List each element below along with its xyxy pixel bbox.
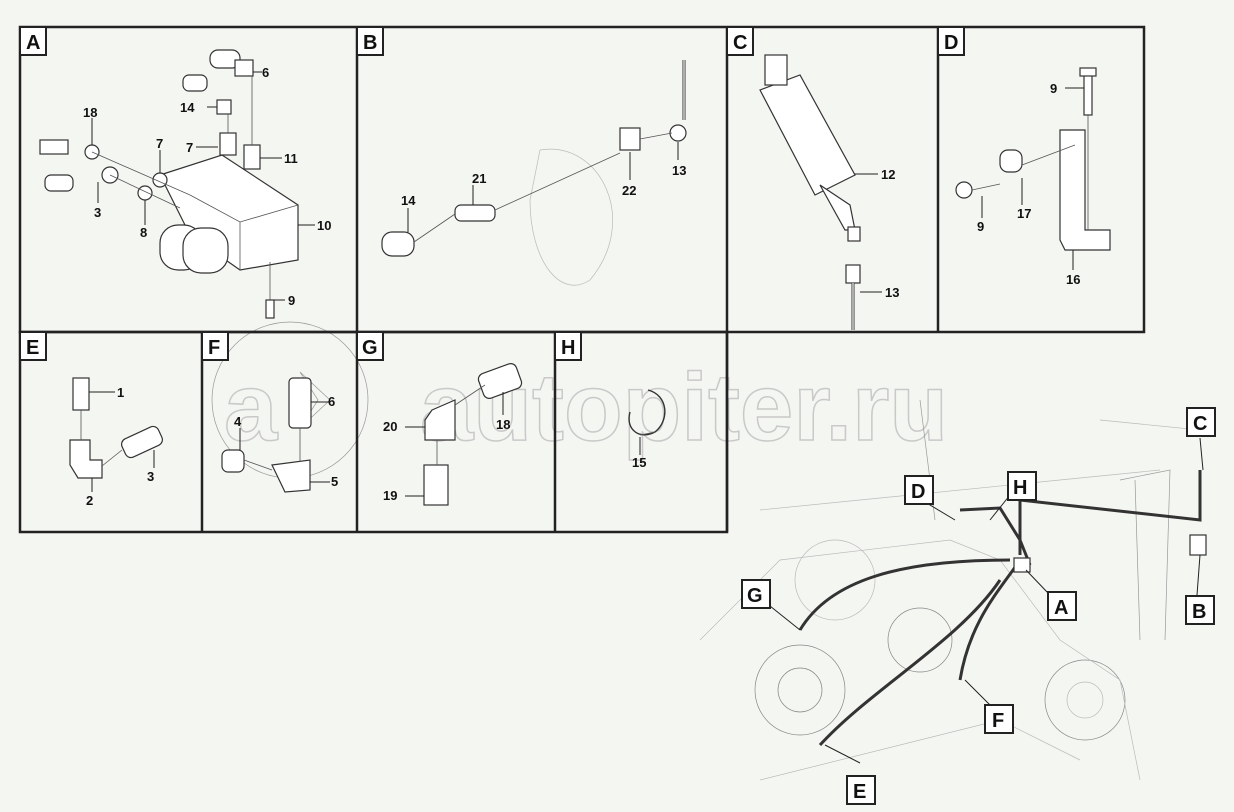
panel-g-drawing: 18 20 19: [383, 363, 523, 506]
callout-number: 14: [401, 193, 416, 208]
panel-tag-h: H: [554, 331, 582, 361]
callout-number: 8: [140, 225, 147, 240]
callout-number: 21: [472, 171, 486, 186]
callout-number: A: [26, 32, 40, 54]
callout-number: D: [944, 32, 958, 54]
overview-tag-h: H: [1007, 471, 1037, 501]
overview-tag-a: A: [1047, 591, 1077, 621]
panel-h-drawing: 15: [628, 389, 666, 470]
callout-number: 16: [1066, 272, 1080, 287]
panel-tag-c: C: [726, 26, 754, 56]
panel-tag-g: G: [356, 331, 384, 361]
callout-number: 13: [672, 163, 686, 178]
svg-text:a: a: [224, 354, 278, 461]
callout-number: 3: [147, 469, 154, 484]
callout-number: B: [363, 32, 377, 54]
overview-leaders: [769, 437, 1204, 764]
callout-number: 22: [622, 183, 636, 198]
callout-number: A: [1054, 597, 1068, 619]
callout-number: F: [992, 710, 1004, 732]
panel-a-drawing: 6 14 18 7 7 11 3 8 10 9: [39, 49, 331, 319]
callout-number: 7: [156, 136, 163, 151]
callout-number: C: [1193, 413, 1207, 435]
machine-overview: [699, 399, 1207, 781]
callout-number: F: [208, 337, 220, 359]
callout-number: 9: [288, 293, 295, 308]
callout-number: 6: [262, 65, 269, 80]
callout-number: 4: [234, 414, 242, 429]
callout-number: 15: [632, 455, 646, 470]
callout-number: 14: [180, 100, 195, 115]
panel-tag-a: A: [19, 26, 47, 56]
callout-number: C: [733, 32, 747, 54]
callout-number: 1: [117, 385, 124, 400]
panel-tag-b: B: [356, 26, 384, 56]
callout-number: 7: [186, 140, 193, 155]
callout-number: G: [362, 337, 378, 359]
panel-tag-f: F: [201, 331, 229, 361]
callout-number: B: [1192, 601, 1206, 623]
callout-number: E: [853, 781, 866, 803]
panel-b-drawing: 21 14 22 13: [381, 60, 687, 286]
callout-number: 9: [1050, 81, 1057, 96]
callout-number: 17: [1017, 206, 1031, 221]
callout-number: 11: [284, 151, 298, 166]
panel-tag-e: E: [19, 331, 47, 361]
callout-number: 20: [383, 419, 397, 434]
callout-number: G: [747, 585, 763, 607]
callout-number: 13: [885, 285, 899, 300]
panel-e-drawing: 1 3 2: [69, 377, 163, 508]
panel-c-drawing: 12 13: [759, 54, 899, 330]
overview-tag-e: E: [846, 775, 876, 805]
panel-d-drawing: 9 9 17 16: [955, 67, 1111, 287]
callout-number: E: [26, 337, 39, 359]
watermark-logo: a: [211, 321, 369, 479]
callout-number: 19: [383, 488, 397, 503]
callout-number: D: [911, 481, 925, 503]
callout-number: 18: [496, 417, 510, 432]
overview-tag-f: F: [984, 704, 1014, 734]
callout-number: 10: [317, 218, 331, 233]
callout-number: 5: [331, 474, 338, 489]
callout-number: 12: [881, 167, 895, 182]
overview-tag-c: C: [1186, 407, 1216, 437]
callout-number: 9: [977, 219, 984, 234]
overview-tag-b: B: [1185, 595, 1215, 625]
callout-number: 6: [328, 394, 335, 409]
callout-number: 3: [94, 205, 101, 220]
panel-f-drawing: 6 4 5: [221, 377, 338, 493]
callout-number: 18: [83, 105, 97, 120]
overview-tag-d: D: [904, 475, 934, 505]
callout-number: H: [561, 337, 575, 359]
panel-tag-d: D: [937, 26, 965, 56]
callout-number: 2: [86, 493, 93, 508]
callout-number: H: [1013, 477, 1027, 499]
overview-tag-g: G: [741, 579, 771, 609]
